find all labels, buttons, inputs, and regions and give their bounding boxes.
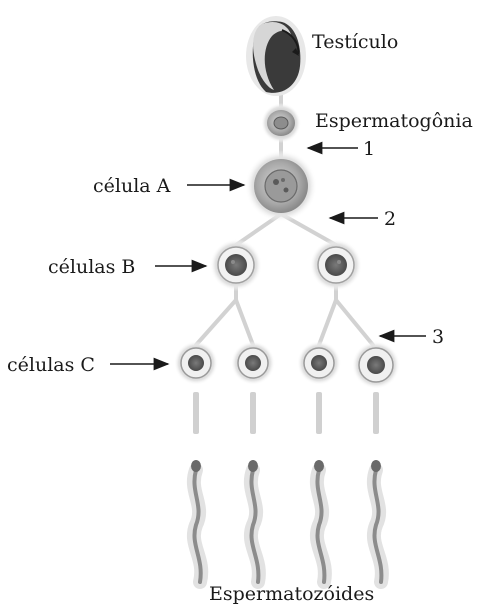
testis-image (246, 16, 306, 96)
cell-b-right (310, 239, 362, 291)
cell-c-2 (231, 341, 275, 385)
label-espermatogonia: Espermatogônia (315, 110, 473, 132)
spermatogonia-cell (261, 103, 301, 143)
spermatozoon-2 (248, 460, 259, 582)
label-celulas-c: células C (7, 354, 95, 376)
spermatozoon-1 (191, 460, 201, 582)
label-celulas-b: células B (48, 256, 135, 278)
spermatozoon-4 (371, 460, 382, 582)
cell-c-4 (352, 341, 400, 389)
arrow-number-2: 2 (384, 208, 396, 230)
arrow-number-3: 3 (432, 326, 444, 348)
spermatid-stems (193, 392, 379, 434)
cell-c-1 (174, 341, 218, 385)
label-testiculo: Testículo (312, 31, 398, 53)
arrow-number-1: 1 (363, 138, 375, 160)
label-espermatozoides: Espermatozóides (209, 583, 374, 605)
label-celula-a: célula A (93, 175, 171, 197)
spermatozoon-3 (314, 460, 325, 582)
cell-c-3 (297, 341, 341, 385)
cell-a (245, 150, 317, 222)
cell-b-left (210, 239, 262, 291)
